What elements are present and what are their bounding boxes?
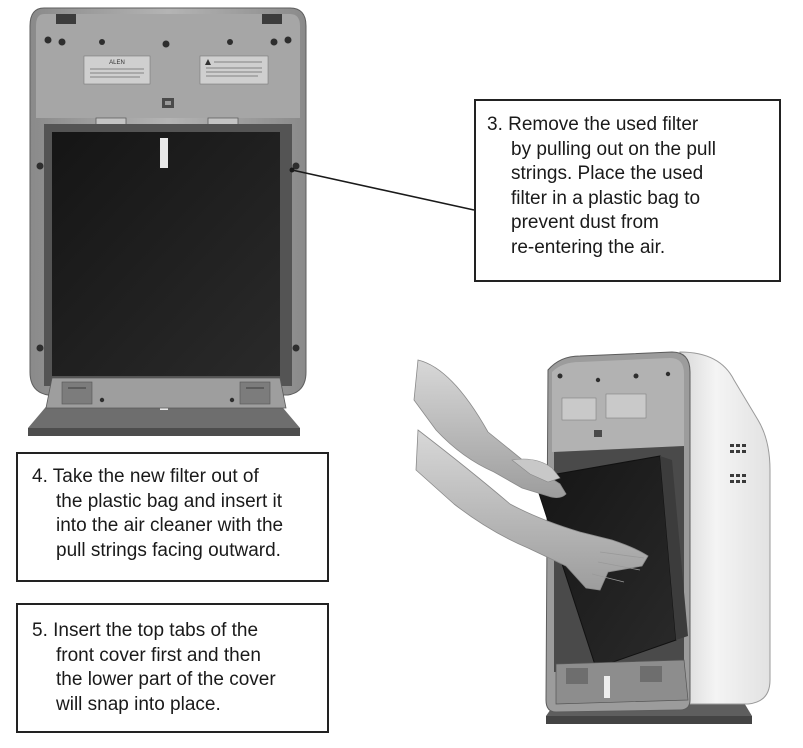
step-3-line: prevent dust from (511, 212, 659, 233)
step-4-line: into the air cleaner with the (56, 515, 284, 536)
step-3-line: strings. Place the used (511, 163, 704, 184)
step-3-line: filter in a plastic bag to (511, 187, 701, 209)
filter-insertion-illustration (413, 351, 771, 724)
product-label (83, 55, 151, 85)
brand-logo: ALEN (109, 60, 125, 66)
callout-leader-line (291, 169, 475, 211)
step-4-line: 4. Take the new filter out of (32, 466, 259, 487)
warning-label (199, 55, 269, 85)
step-4-line: the plastic bag and insert it (56, 490, 283, 512)
step-5-line: front cover first and then (56, 644, 261, 666)
air-cleaner-front-illustration: ALEN (28, 7, 307, 436)
step-4-line: pull strings facing outward. (56, 539, 281, 561)
step-5-text: 5. Insert the top tabs of the front cove… (32, 619, 327, 717)
step-5-line: the lower part of the cover (56, 669, 276, 690)
step-3-line: by pulling out on the pull (511, 138, 716, 160)
step-3-line: re-entering the air. (511, 236, 666, 258)
step-5-line: will snap into place. (56, 693, 221, 715)
step-4-callout: 4. Take the new filter out of the plasti… (16, 452, 329, 582)
step-3-line: 3. Remove the used filter (487, 114, 699, 135)
step-5-callout: 5. Insert the top tabs of the front cove… (16, 603, 329, 733)
step-3-callout: 3. Remove the used filter by pulling out… (474, 99, 781, 282)
step-3-text: 3. Remove the used filter by pulling out… (487, 113, 779, 260)
pull-string-top (160, 138, 168, 168)
carbon-filter (52, 132, 280, 376)
step-5-line: 5. Insert the top tabs of the (32, 620, 259, 641)
step-4-text: 4. Take the new filter out of the plasti… (32, 465, 327, 563)
